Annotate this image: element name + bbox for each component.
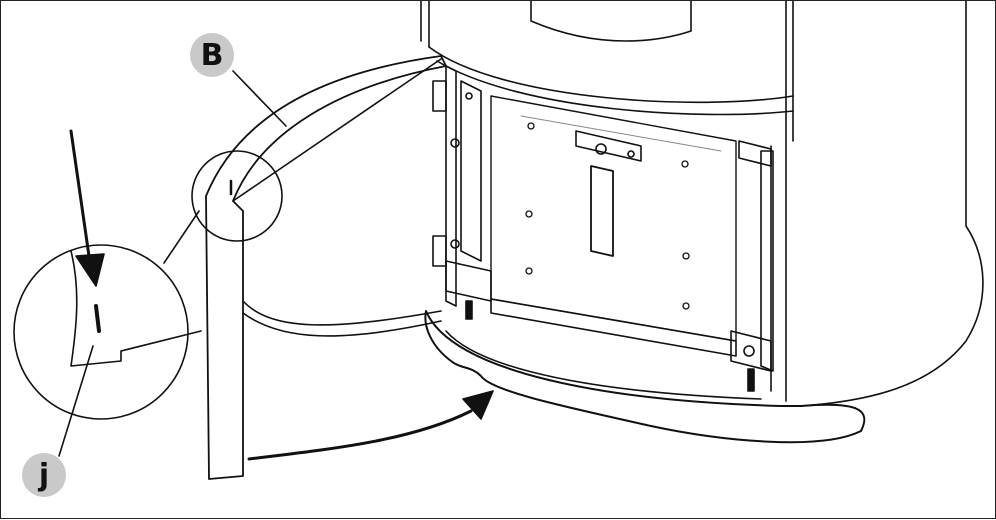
callout-b: B xyxy=(190,33,234,77)
upper-chamber xyxy=(530,1,692,42)
base-plinth xyxy=(424,310,866,444)
right-hinge-bracket xyxy=(730,140,774,372)
door-b xyxy=(205,55,447,480)
floor-bolts xyxy=(465,300,755,392)
magnifier-large xyxy=(13,210,202,457)
center-latch xyxy=(575,130,642,257)
rotation-arrow xyxy=(247,390,494,461)
stove-body xyxy=(420,1,984,407)
magnifier-small xyxy=(191,150,283,242)
panel-screws xyxy=(525,122,690,310)
insert-arrow xyxy=(69,129,105,287)
leader-line-b xyxy=(232,70,287,127)
left-hinge-bracket xyxy=(432,65,492,307)
inner-panel xyxy=(490,95,737,357)
callout-j: j xyxy=(22,453,66,497)
